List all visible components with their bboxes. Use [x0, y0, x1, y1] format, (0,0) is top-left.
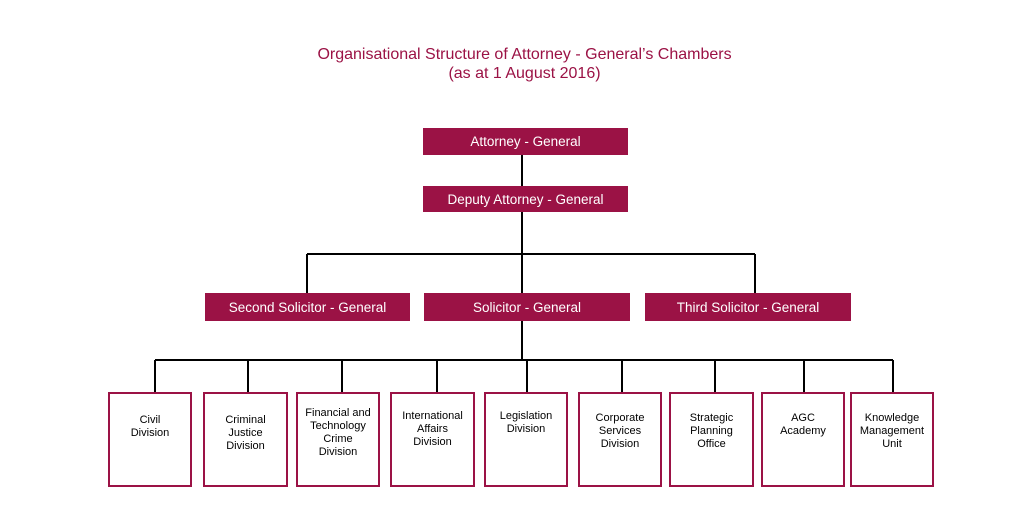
- division-label: Legislation Division: [499, 410, 553, 435]
- node-label: Deputy Attorney - General: [447, 191, 604, 207]
- division-box-international-affairs: International Affairs Division: [390, 392, 475, 487]
- node-label: Attorney - General: [470, 134, 581, 149]
- division-label: Corporate Services Division: [595, 412, 645, 450]
- node-attorney-general: Attorney - General: [423, 128, 628, 155]
- division-box-agc-academy: AGC Academy: [761, 392, 845, 487]
- division-label: Criminal Justice Division: [225, 414, 266, 452]
- division-box-strategic-planning: Strategic Planning Office: [669, 392, 754, 487]
- division-label: Strategic Planning Office: [689, 412, 734, 450]
- division-box-legislation: Legislation Division: [484, 392, 568, 487]
- node-third-solicitor-general: Third Solicitor - General: [645, 293, 851, 321]
- node-label: Solicitor - General: [472, 299, 582, 315]
- node-second-solicitor-general: Second Solicitor - General: [205, 293, 410, 321]
- node-solicitor-general: Solicitor - General: [424, 293, 630, 321]
- division-label: International Affairs Division: [402, 410, 463, 448]
- chart-title: Organisational Structure of Attorney - G…: [0, 45, 1029, 83]
- node-label: Second Solicitor - General: [228, 299, 387, 315]
- division-label: Civil Division: [130, 414, 170, 439]
- division-box-criminal-justice: Criminal Justice Division: [203, 392, 288, 487]
- division-label: AGC Academy: [780, 412, 826, 437]
- title-line-1: Organisational Structure of Attorney - G…: [317, 46, 732, 63]
- node-label: Third Solicitor - General: [676, 299, 820, 315]
- division-label: Financial and Technology Crime Division: [305, 407, 371, 458]
- title-line-2: (as at 1 August 2016): [448, 65, 601, 82]
- division-box-corporate-services: Corporate Services Division: [578, 392, 662, 487]
- division-box-civil: Civil Division: [108, 392, 192, 487]
- node-deputy-attorney-general: Deputy Attorney - General: [423, 186, 628, 212]
- division-label: Knowledge Management Unit: [859, 412, 925, 450]
- division-box-knowledge-management: Knowledge Management Unit: [850, 392, 934, 487]
- division-box-financial-technology-crime: Financial and Technology Crime Division: [296, 392, 380, 487]
